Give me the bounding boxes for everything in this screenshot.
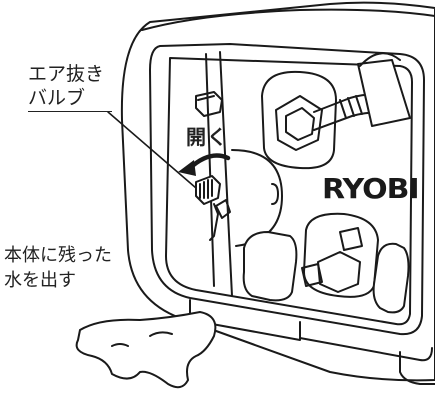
left-foot-pad <box>242 231 298 302</box>
upper-bolt-face <box>197 95 215 101</box>
air-valve-label: エア抜き バルブ <box>28 62 112 112</box>
callout-leader <box>107 111 197 189</box>
outlet-nut <box>275 95 323 151</box>
upper-bolt <box>195 91 223 117</box>
base-side <box>299 337 433 362</box>
outlet-ring <box>285 107 315 141</box>
residual-water-label: 本体に残った 水を出す <box>4 243 112 293</box>
outlet-housing <box>261 70 337 170</box>
housing-top-edge <box>141 8 435 31</box>
hose-fitting <box>339 95 363 119</box>
air-valve-label-line1: エア抜き <box>28 63 105 85</box>
base-bar <box>189 299 301 341</box>
inlet-stub <box>339 227 363 251</box>
open-direction-label: 開く <box>186 125 228 149</box>
residual-water-label-line1: 本体に残った <box>4 245 112 266</box>
dial-tab <box>271 183 279 205</box>
air-valve-label-line2: バルブ <box>28 86 112 112</box>
valve-knob-ridges <box>199 179 213 199</box>
valve-stem <box>209 203 219 241</box>
puddle-ripple <box>149 331 173 337</box>
hose-sleeve-top <box>359 52 401 67</box>
valve-lever <box>215 199 231 219</box>
inlet-coupler <box>301 263 323 287</box>
water-puddle <box>75 311 217 389</box>
right-foot-pad <box>372 242 410 314</box>
front-panel-inner <box>165 57 413 326</box>
base-foot <box>399 351 435 385</box>
open-direction-arrow-icon <box>178 153 231 176</box>
front-panel <box>149 43 425 336</box>
inlet-nut <box>317 251 361 293</box>
residual-water-label-line2: 水を出す <box>4 270 76 291</box>
side-divider <box>219 51 233 297</box>
ryobi-logo: RYOBI <box>322 173 420 206</box>
puddle-ripple-2 <box>111 343 129 347</box>
hose-sleeve <box>357 59 411 127</box>
